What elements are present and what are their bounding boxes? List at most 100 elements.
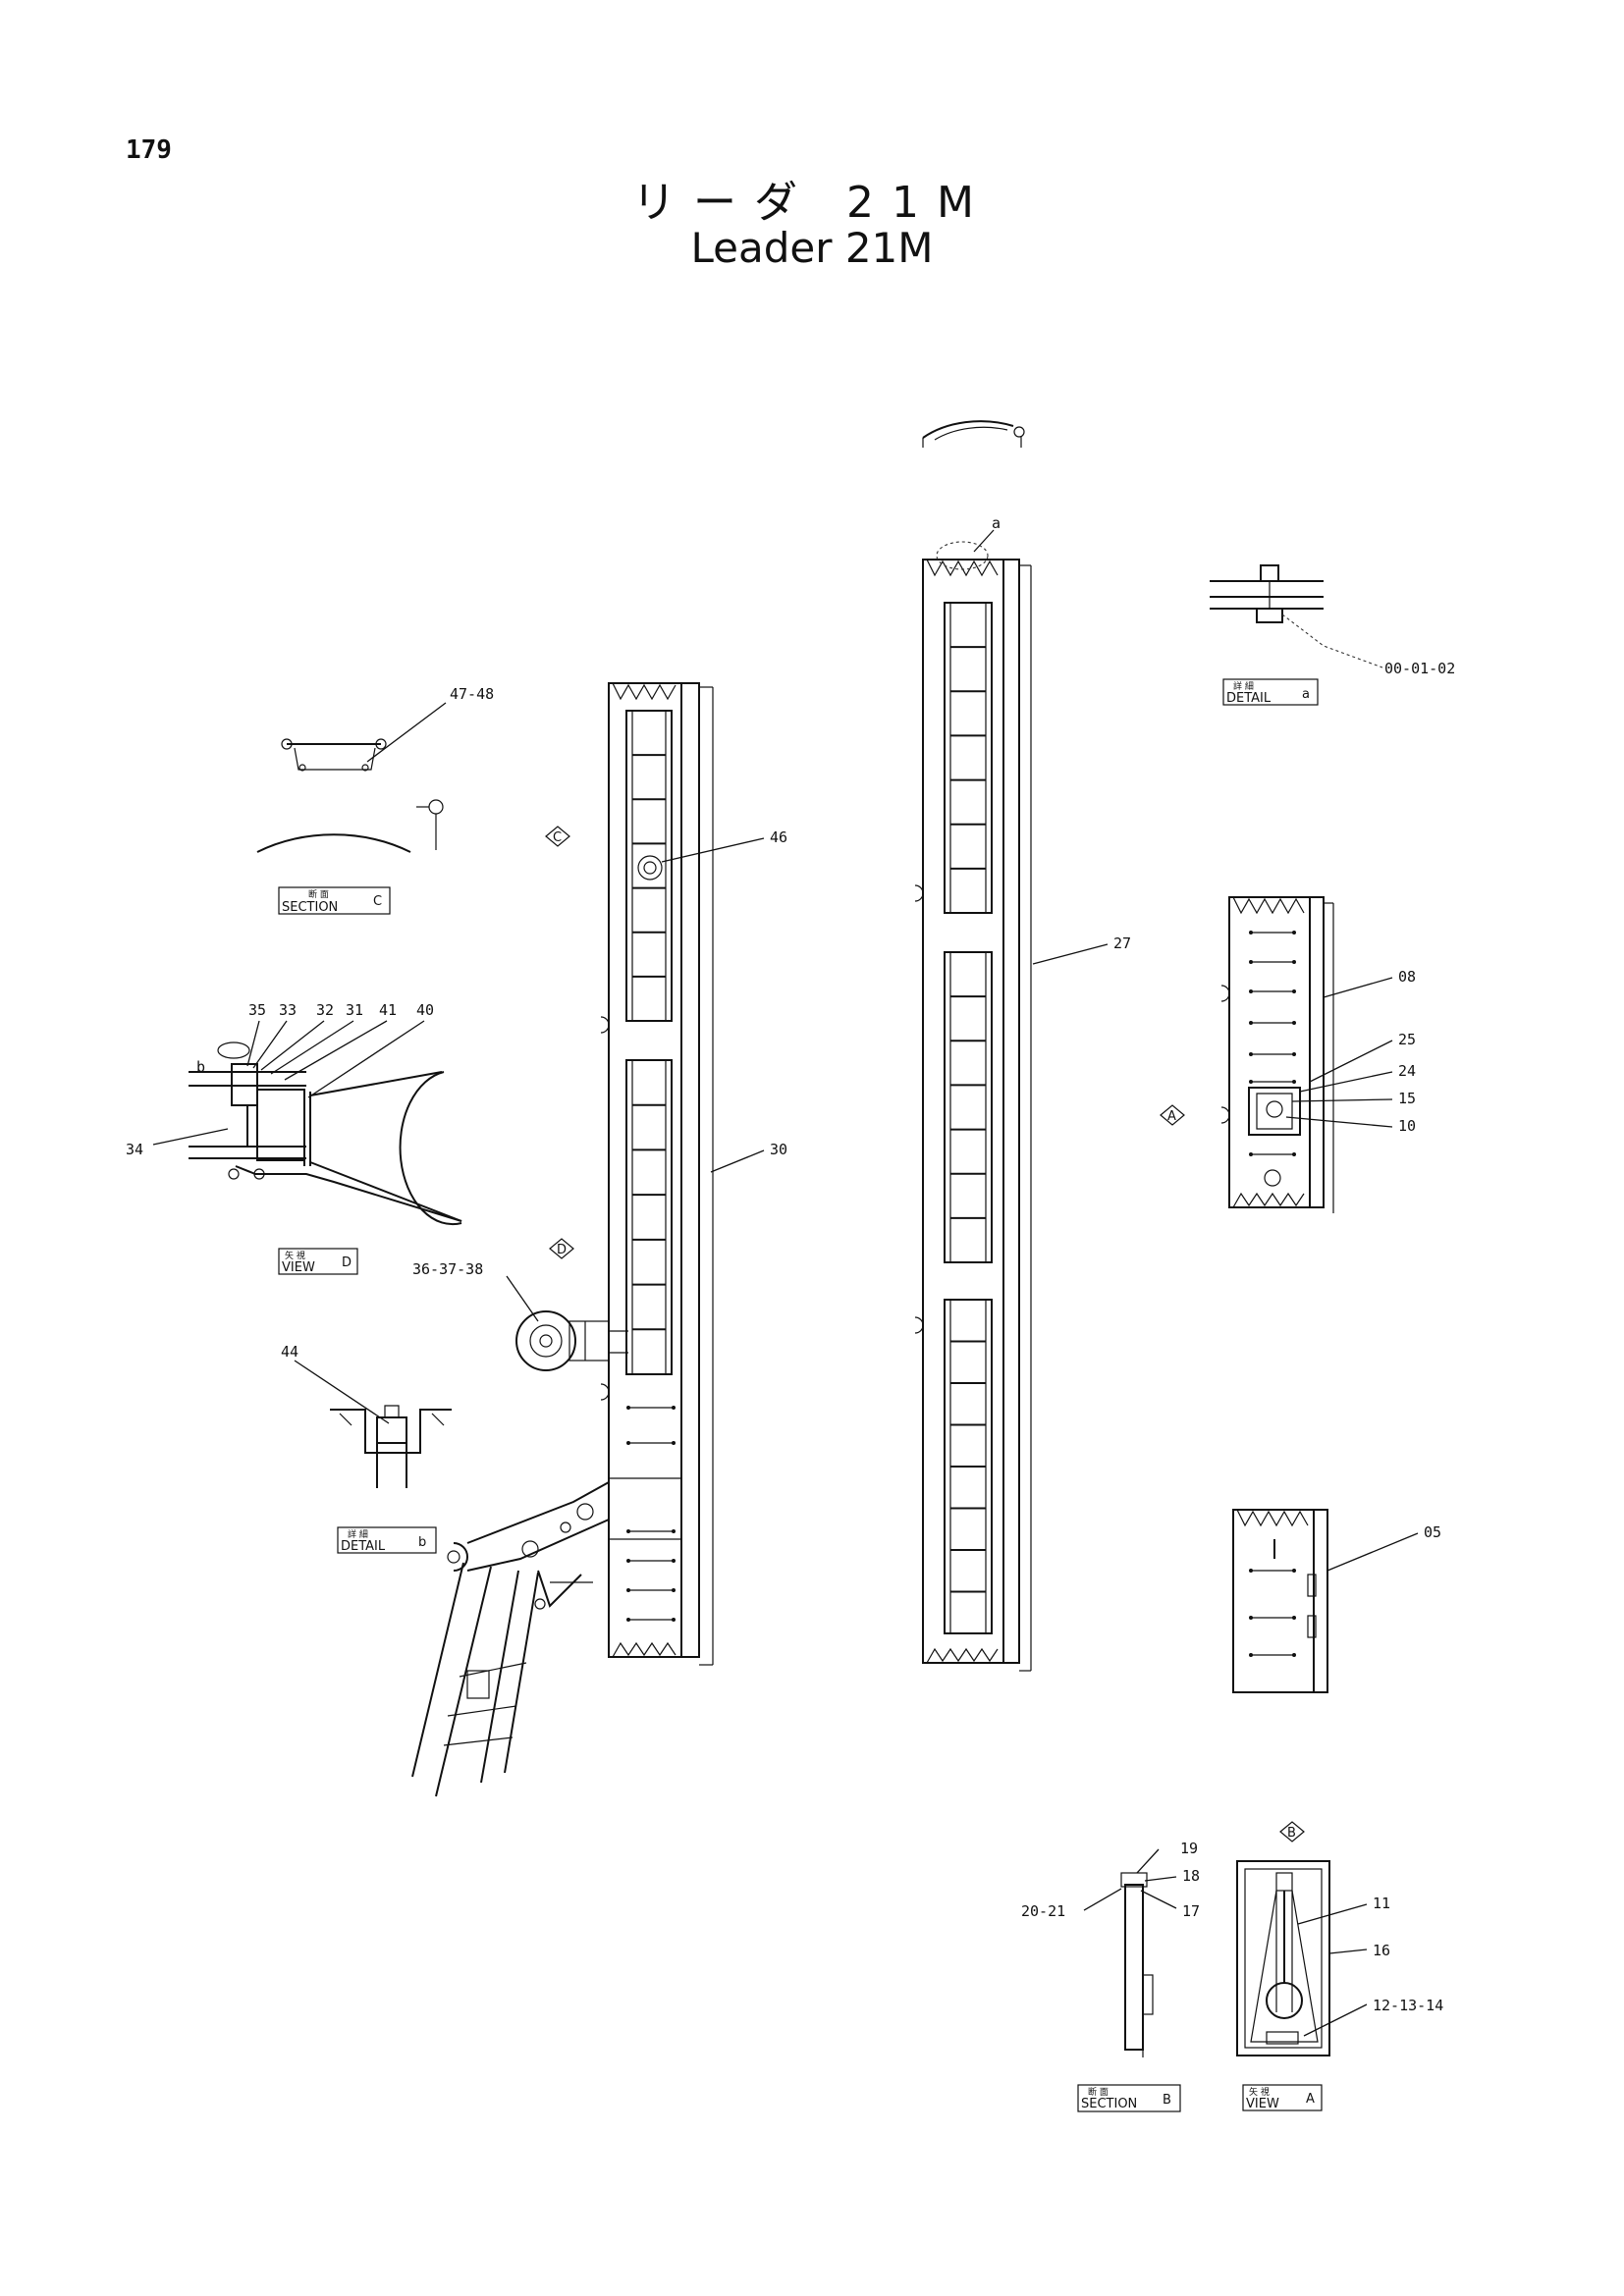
label-41: 41 bbox=[379, 1001, 397, 1019]
main-leader-assembly bbox=[411, 682, 765, 1797]
arrow-head bbox=[1249, 989, 1253, 993]
detail-b-label: DETAIL bbox=[341, 1539, 386, 1554]
arrow-head bbox=[1249, 1616, 1253, 1620]
arrow-head bbox=[1292, 1052, 1296, 1056]
view-d-label: VIEW bbox=[282, 1260, 315, 1275]
view-marker-d: D bbox=[549, 1238, 574, 1259]
section-b-box: 断 面 SECTION B bbox=[1077, 2084, 1181, 2112]
svg-text:B: B bbox=[1287, 1826, 1296, 1841]
detail-a-label: DETAIL bbox=[1226, 691, 1272, 706]
ladder-frame bbox=[944, 602, 993, 914]
label-05: 05 bbox=[1424, 1523, 1441, 1541]
arrow-head bbox=[1292, 1653, 1296, 1657]
arrow-head bbox=[1249, 1021, 1253, 1025]
arrow-head bbox=[1249, 1569, 1253, 1573]
section-c-jp: 断 面 bbox=[308, 888, 329, 900]
label-12-13-14: 12-13-14 bbox=[1373, 1997, 1443, 2014]
arrow-head bbox=[672, 1406, 676, 1410]
label-24: 24 bbox=[1398, 1062, 1416, 1080]
view-a-jp: 矢 視 bbox=[1249, 2086, 1270, 2098]
label-11: 11 bbox=[1373, 1895, 1390, 1912]
label-15: 15 bbox=[1398, 1090, 1416, 1107]
label-34: 34 bbox=[126, 1141, 143, 1158]
view-d-letter: D bbox=[342, 1255, 352, 1270]
label-a: a bbox=[992, 514, 1001, 532]
detail-b-drawing bbox=[294, 1360, 452, 1488]
arrow-head bbox=[672, 1618, 676, 1622]
label-25: 25 bbox=[1398, 1031, 1416, 1048]
arrow-head bbox=[1292, 1569, 1296, 1573]
detail-a-drawing bbox=[1210, 564, 1383, 668]
ladder-frame bbox=[944, 951, 993, 1263]
arrow-head bbox=[672, 1529, 676, 1533]
ladder-inner bbox=[631, 710, 667, 1022]
arrow-head bbox=[1292, 1152, 1296, 1156]
arrow-head bbox=[626, 1559, 630, 1563]
arrow-head bbox=[1249, 960, 1253, 964]
detail-a-box: 詳 細 DETAIL a bbox=[1222, 678, 1319, 706]
detail-a-letter: a bbox=[1302, 687, 1310, 702]
detail-b-box: 詳 細 DETAIL b bbox=[337, 1526, 437, 1554]
part-08-assembly bbox=[1220, 896, 1393, 1213]
label-32: 32 bbox=[316, 1001, 334, 1019]
view-d-drawing: b bbox=[152, 1020, 462, 1226]
arrow-head bbox=[626, 1441, 630, 1445]
svg-text:C: C bbox=[553, 830, 562, 845]
section-c-box: 断 面 SECTION C bbox=[278, 886, 391, 915]
arrow-head bbox=[626, 1529, 630, 1533]
label-47-48: 47-48 bbox=[450, 685, 494, 703]
arrow-head bbox=[672, 1441, 676, 1445]
ladder-frame bbox=[625, 1059, 673, 1375]
label-44: 44 bbox=[281, 1343, 298, 1361]
arrow-head bbox=[1292, 1616, 1296, 1620]
arrow-head bbox=[1249, 1653, 1253, 1657]
page-number: 179 bbox=[126, 135, 172, 165]
section-b-label: SECTION bbox=[1081, 2097, 1137, 2111]
svg-text:D: D bbox=[557, 1243, 567, 1257]
ladder-inner bbox=[631, 1059, 667, 1375]
view-a-label: VIEW bbox=[1246, 2097, 1279, 2111]
arrow-head bbox=[1249, 1152, 1253, 1156]
label-36-37-38: 36-37-38 bbox=[412, 1260, 483, 1278]
arrow-head bbox=[672, 1588, 676, 1592]
svg-text:A: A bbox=[1167, 1109, 1176, 1124]
label-16: 16 bbox=[1373, 1942, 1390, 1959]
label-08: 08 bbox=[1398, 968, 1416, 986]
label-20-21: 20-21 bbox=[1021, 1902, 1065, 1920]
label-10: 10 bbox=[1398, 1117, 1416, 1135]
label-35: 35 bbox=[248, 1001, 266, 1019]
view-marker-a: A bbox=[1160, 1104, 1185, 1126]
arrow-head bbox=[1292, 960, 1296, 964]
part-05-assembly bbox=[1232, 1509, 1419, 1693]
section-c-drawing bbox=[256, 702, 447, 853]
ladder-inner bbox=[949, 602, 987, 914]
arrow-head bbox=[626, 1588, 630, 1592]
view-marker-b: B bbox=[1279, 1821, 1305, 1842]
detail-b-jp: 詳 細 bbox=[348, 1528, 368, 1540]
section-b-jp: 断 面 bbox=[1088, 2086, 1109, 2098]
arrow-head bbox=[1292, 931, 1296, 934]
leader-27-top-section bbox=[922, 420, 1025, 448]
label-18: 18 bbox=[1182, 1867, 1200, 1885]
label-31: 31 bbox=[346, 1001, 363, 1019]
label-30: 30 bbox=[770, 1141, 787, 1158]
label-19: 19 bbox=[1180, 1840, 1198, 1857]
arrow-head bbox=[1292, 1080, 1296, 1084]
title-english: Leader 21M bbox=[690, 224, 934, 272]
label-00-01-02: 00-01-02 bbox=[1384, 660, 1455, 677]
arrow-head bbox=[1249, 931, 1253, 934]
detail-a-jp: 詳 細 bbox=[1233, 680, 1254, 692]
ladder-inner bbox=[949, 951, 987, 1263]
label-27: 27 bbox=[1113, 934, 1131, 952]
label-33: 33 bbox=[279, 1001, 297, 1019]
detail-b-letter: b bbox=[418, 1535, 426, 1550]
section-b-letter: B bbox=[1163, 2093, 1171, 2108]
arrow-head bbox=[672, 1559, 676, 1563]
arrow-head bbox=[1249, 1052, 1253, 1056]
arrow-head bbox=[626, 1618, 630, 1622]
arrow-head bbox=[1249, 1080, 1253, 1084]
view-a-letter: A bbox=[1306, 2092, 1315, 2107]
ladder-frame bbox=[625, 710, 673, 1022]
arrow-head bbox=[1292, 1021, 1296, 1025]
